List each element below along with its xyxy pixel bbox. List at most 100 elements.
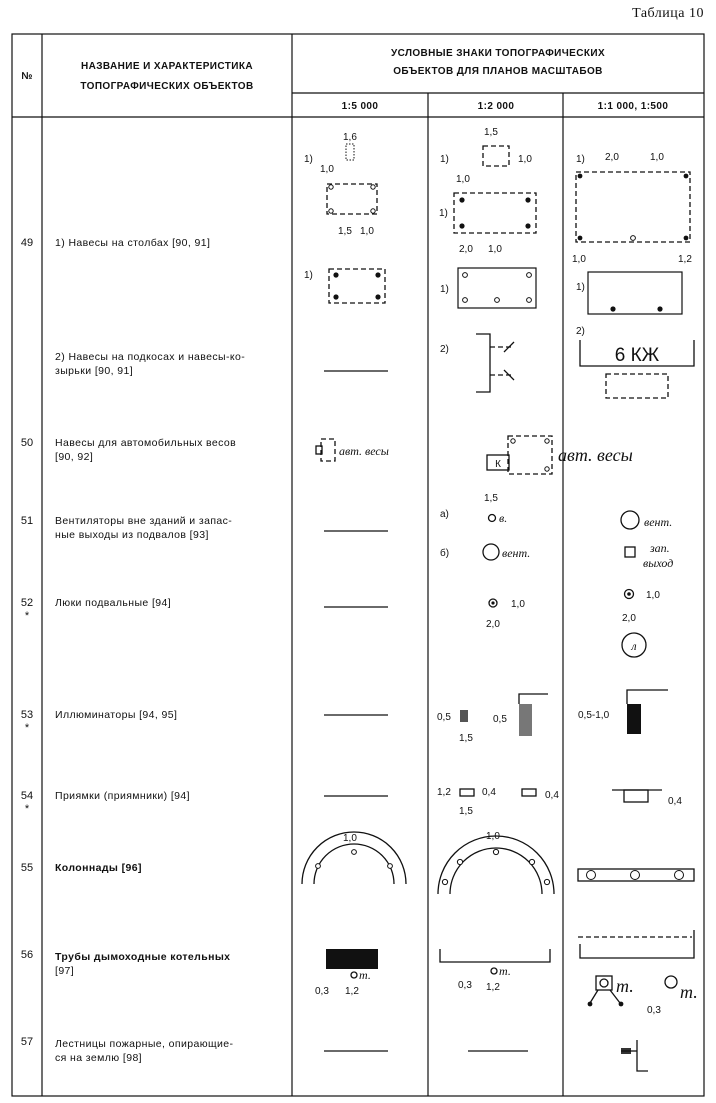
row-number: 51: [21, 515, 33, 527]
svg-text:1): 1): [440, 154, 449, 165]
row-number: 50: [21, 437, 33, 449]
row-name: Люки подвальные [94]: [55, 597, 171, 609]
svg-text:0,4: 0,4: [668, 796, 682, 807]
svg-text:1,0: 1,0: [320, 164, 334, 175]
svg-text:2): 2): [440, 344, 449, 355]
symbol-49-1b-scale-2000: 1): [440, 267, 537, 309]
svg-text:1,2: 1,2: [437, 787, 451, 798]
svg-text:0,3: 0,3: [647, 1005, 661, 1016]
svg-text:0,3: 0,3: [458, 980, 472, 991]
svg-text:в.: в.: [499, 511, 507, 525]
row-name: Лестницы пожарные, опирающие-: [55, 1038, 234, 1050]
row-52: 52 * Люки подвальные [94]: [21, 597, 171, 622]
svg-text:0,4: 0,4: [482, 787, 496, 798]
row-name: [90, 92]: [55, 451, 93, 463]
table-caption: Таблица 10: [632, 6, 704, 21]
row-name: Колоннады [96]: [55, 862, 142, 874]
row-name: ные выходы из подвалов [93]: [55, 529, 209, 541]
symbol-52-scale-2000: 1,0 2,0: [486, 598, 525, 630]
svg-text:0,5: 0,5: [493, 714, 507, 725]
symbol-56-scale-2000: т. 0,3 1,2: [439, 949, 551, 993]
row-49: 49 1) Навесы на столбах [90, 91]: [21, 237, 210, 249]
svg-text:1,0: 1,0: [518, 154, 532, 165]
row-name: Вентиляторы вне зданий и запас-: [55, 515, 232, 527]
row-49-2: 2) Навесы на подкосах и навесы-ко- зырьк…: [55, 351, 245, 377]
row-name: Приямки (приямники) [94]: [55, 790, 190, 802]
row-number: 55: [21, 862, 33, 874]
svg-text:1,0: 1,0: [646, 590, 660, 601]
row-number: 54: [21, 790, 33, 802]
row-57: 57 Лестницы пожарные, опирающие- ся на з…: [21, 1036, 234, 1064]
svg-text:т.: т.: [499, 964, 511, 978]
symbol-56-scale-1000: т. т. 0,3: [578, 930, 698, 1016]
header-scale-5000: 1:5 000: [342, 101, 379, 112]
svg-text:вент.: вент.: [502, 546, 530, 560]
svg-text:1,0: 1,0: [511, 599, 525, 610]
row-name: Трубы дымоходные котельных: [55, 951, 230, 963]
svg-text:0,5-1,0: 0,5-1,0: [578, 710, 610, 721]
symbol-49-2-scale-2000: 2): [440, 333, 515, 393]
svg-text:1,0: 1,0: [360, 226, 374, 237]
label-6kzh: 6 КЖ: [615, 345, 660, 366]
row-mark: *: [25, 610, 30, 622]
header-name-line2: ТОПОГРАФИЧЕСКИХ ОБЪЕКТОВ: [80, 81, 253, 92]
svg-text:1,0: 1,0: [650, 152, 664, 163]
symbol-50-scale-5000: авт. весы: [315, 438, 389, 462]
header-scale-2000: 1:2 000: [478, 101, 515, 112]
row-name: 2) Навесы на подкосах и навесы-ко-: [55, 351, 245, 363]
symbol-49-2-scale-1000: 2) 6 КЖ: [576, 326, 695, 399]
row-53: 53 * Иллюминаторы [94, 95]: [21, 709, 177, 734]
svg-text:1,0: 1,0: [488, 244, 502, 255]
row-number: 57: [21, 1036, 33, 1048]
svg-text:1): 1): [304, 270, 313, 281]
svg-text:2,0: 2,0: [459, 244, 473, 255]
symbol-54-scale-2000: 1,2 0,4 1,5 0,4: [437, 787, 559, 817]
svg-text:2): 2): [576, 326, 585, 337]
symbol-49-1b-scale-1000: 1): [576, 271, 683, 315]
svg-text:авт. весы: авт. весы: [339, 444, 389, 458]
svg-text:1): 1): [439, 208, 448, 219]
svg-text:1): 1): [576, 282, 585, 293]
header-num: №: [21, 71, 33, 82]
symbol-55-scale-2000: 1,0: [437, 831, 555, 895]
svg-text:1,2: 1,2: [345, 986, 359, 997]
row-number: 53: [21, 709, 33, 721]
svg-text:вент.: вент.: [644, 515, 672, 529]
symbol-49-1-scale-1000: 1) 2,0 1,0 1,0 1,2: [572, 152, 692, 265]
symbol-49-1b-scale-5000: 1): [304, 268, 386, 304]
svg-text:1,2: 1,2: [678, 254, 692, 265]
symbol-55-scale-5000: 1,0: [301, 831, 407, 885]
symbol-57-scale-1000: [621, 1040, 648, 1072]
symbol-55-scale-1000: [577, 868, 695, 882]
symbol-49-1-scale-2000: 1) 1,5 1,0 1,0 1) 2,0 1,0: [439, 127, 537, 255]
svg-text:0,3: 0,3: [315, 986, 329, 997]
row-name: Иллюминаторы [94, 95]: [55, 709, 177, 721]
row-name: Навесы для автомобильных весов: [55, 437, 236, 449]
symbol-51-scale-2000: а) 1,5 в. б) вент.: [440, 493, 530, 561]
svg-text:т.: т.: [680, 982, 698, 1002]
row-number: 52: [21, 597, 33, 609]
svg-text:0,5: 0,5: [437, 712, 451, 723]
row-54: 54 * Приямки (приямники) [94]: [21, 790, 190, 815]
row-number: 56: [21, 949, 33, 961]
svg-text:2,0: 2,0: [605, 152, 619, 163]
svg-text:выход: выход: [643, 556, 673, 570]
symbol-53-scale-2000: 0,5 1,5 0,5: [437, 693, 548, 744]
row-name: [97]: [55, 965, 74, 977]
svg-text:0,4: 0,4: [545, 790, 559, 801]
svg-text:2,0: 2,0: [486, 619, 500, 630]
row-55: 55 Колоннады [96]: [21, 862, 142, 874]
svg-text:1,5: 1,5: [459, 733, 473, 744]
svg-text:1,0: 1,0: [343, 833, 357, 844]
symbol-56-scale-5000: т. 0,3 1,2: [315, 949, 378, 997]
svg-text:1,5: 1,5: [459, 806, 473, 817]
svg-text:1): 1): [576, 154, 585, 165]
svg-text:1,6: 1,6: [343, 132, 357, 143]
svg-text:1,0: 1,0: [456, 174, 470, 185]
row-number: 49: [21, 237, 33, 249]
row-50: 50 Навесы для автомобильных весов [90, 9…: [21, 437, 236, 463]
symbol-49-1-scale-5000: 1) 1,6 1,0 1,5 1,0: [304, 132, 378, 237]
header-signs-line2: ОБЪЕКТОВ ДЛЯ ПЛАНОВ МАСШТАБОВ: [393, 66, 603, 77]
table-grid: [11, 33, 705, 1097]
